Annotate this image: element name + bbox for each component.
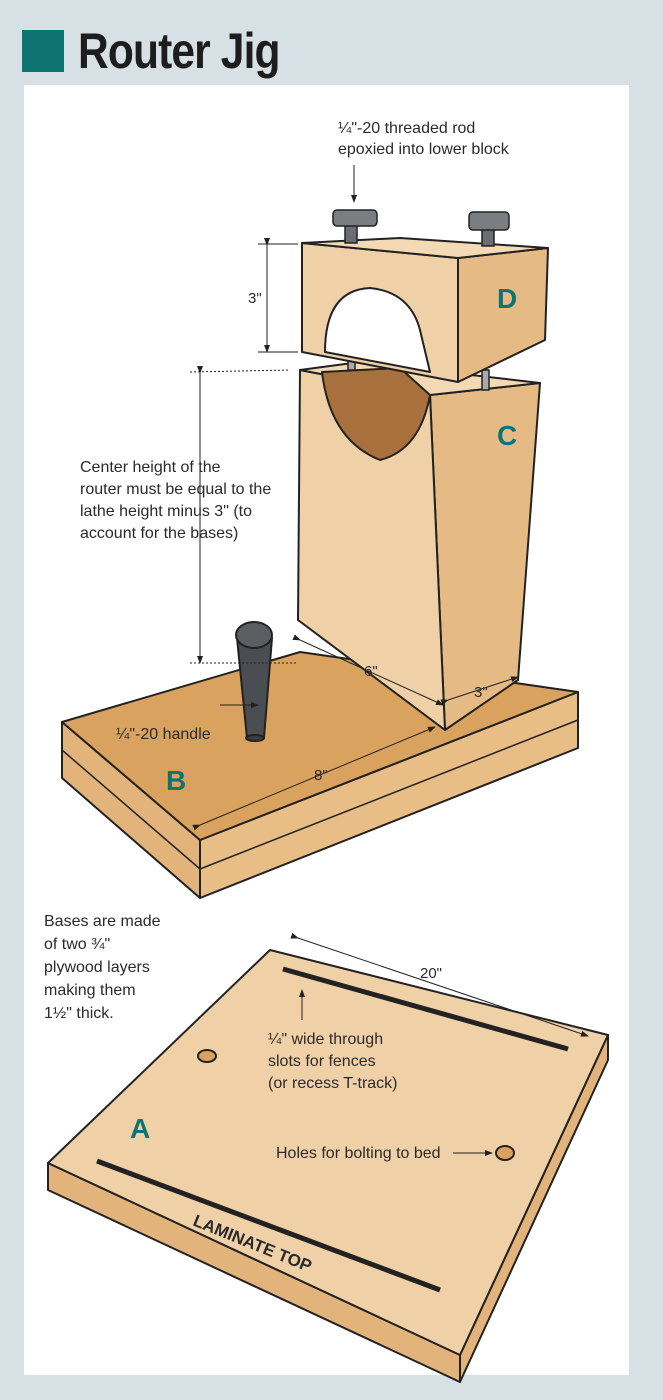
- svg-text:account for the bases): account for the bases): [80, 525, 238, 542]
- svg-text:(or recess T-track): (or recess T-track): [268, 1075, 398, 1092]
- callout-rod: ¼"-20 threaded rod epoxied into lower bl…: [338, 120, 510, 158]
- page-title: Router Jig: [78, 23, 281, 79]
- title-square-icon: [22, 30, 64, 72]
- dim-b-length: 8": [314, 767, 328, 784]
- title-block: Router Jig: [22, 22, 315, 80]
- block-d: [301, 237, 549, 383]
- part-label-c: C: [497, 420, 517, 451]
- svg-text:plywood layers: plywood layers: [44, 959, 150, 976]
- callout-center-height: Center height of the router must be equa…: [80, 459, 271, 542]
- base-a: [47, 949, 609, 1383]
- callout-bases: Bases are made of two ¾" plywood layers …: [44, 913, 161, 1022]
- svg-text:1½" thick.: 1½" thick.: [44, 1005, 114, 1022]
- part-label-d: D: [497, 283, 517, 314]
- part-label-b: B: [166, 765, 186, 796]
- dim-a-length: 20": [420, 965, 442, 982]
- knob-icon: [332, 209, 510, 247]
- svg-text:lathe height minus 3" (to: lathe height minus 3" (to: [80, 503, 252, 520]
- dimension-lines: [189, 165, 589, 1156]
- svg-text:¼"-20 threaded rod: ¼"-20 threaded rod: [338, 120, 475, 137]
- svg-text:of two ¾": of two ¾": [44, 936, 110, 953]
- svg-text:making them: making them: [44, 982, 136, 999]
- callout-handle: ¼"-20 handle: [116, 726, 211, 743]
- dim-d-height: 3": [248, 290, 262, 307]
- dim-c-depth: 3": [474, 684, 488, 701]
- svg-text:router must be equal to the: router must be equal to the: [80, 481, 271, 498]
- part-label-a: A: [130, 1113, 150, 1144]
- svg-text:Center height of the: Center height of the: [80, 459, 221, 476]
- dim-c-width: 6": [364, 663, 378, 680]
- svg-text:epoxied into lower block: epoxied into lower block: [338, 141, 510, 158]
- callout-holes: Holes for bolting to bed: [276, 1145, 441, 1162]
- svg-text:¼" wide through: ¼" wide through: [268, 1031, 383, 1048]
- svg-text:Bases are made: Bases are made: [44, 913, 161, 930]
- callout-slots: ¼" wide through slots for fences (or rec…: [268, 1031, 398, 1092]
- svg-text:slots for fences: slots for fences: [268, 1053, 376, 1070]
